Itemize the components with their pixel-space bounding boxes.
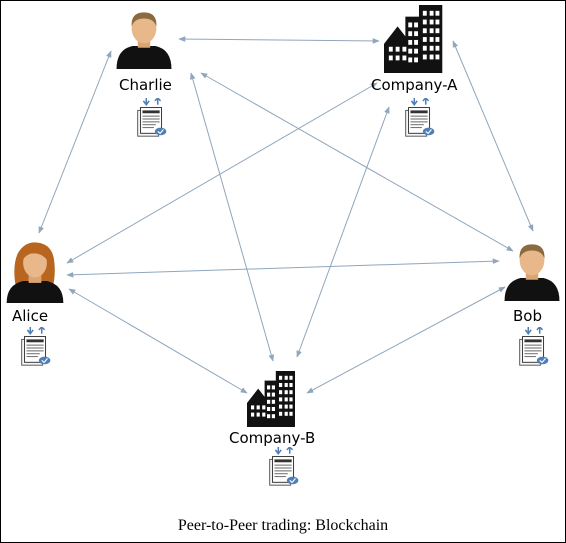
node-label-bob: Bob bbox=[513, 307, 542, 325]
node-label-company-a: Company-A bbox=[371, 76, 458, 94]
connection-alice-company-b bbox=[68, 288, 248, 394]
connection-charlie-company-a bbox=[178, 36, 380, 44]
connection-charlie-bob bbox=[200, 72, 514, 252]
connection-charlie-company-b bbox=[190, 72, 274, 362]
diagram-caption: Peer-to-Peer trading: Blockchain bbox=[177, 517, 389, 534]
connection-bob-company-b bbox=[306, 286, 506, 394]
company-b-building-icon bbox=[247, 371, 295, 427]
bob-male-person-icon bbox=[504, 244, 560, 301]
icon-group bbox=[6, 5, 560, 486]
company-b-ledger-document-icon bbox=[268, 447, 300, 486]
node-label-alice: Alice bbox=[12, 307, 49, 325]
connection-alice-bob bbox=[66, 258, 500, 278]
alice-female-person-icon bbox=[6, 242, 64, 303]
connection-company-a-bob bbox=[452, 40, 534, 232]
node-label-company-b: Company-B bbox=[229, 429, 316, 447]
connection-company-a-company-b bbox=[296, 106, 390, 358]
company-a-ledger-document-icon bbox=[404, 98, 436, 137]
alice-ledger-document-icon bbox=[20, 327, 52, 366]
connection-company-a-alice bbox=[66, 82, 378, 264]
bob-ledger-document-icon bbox=[518, 327, 550, 366]
company-a-building-icon bbox=[384, 5, 443, 73]
connection-charlie-alice bbox=[38, 50, 112, 234]
charlie-ledger-document-icon bbox=[136, 98, 168, 137]
node-label-charlie: Charlie bbox=[119, 76, 172, 94]
connection-group bbox=[38, 36, 534, 394]
charlie-male-person-icon bbox=[116, 12, 172, 69]
